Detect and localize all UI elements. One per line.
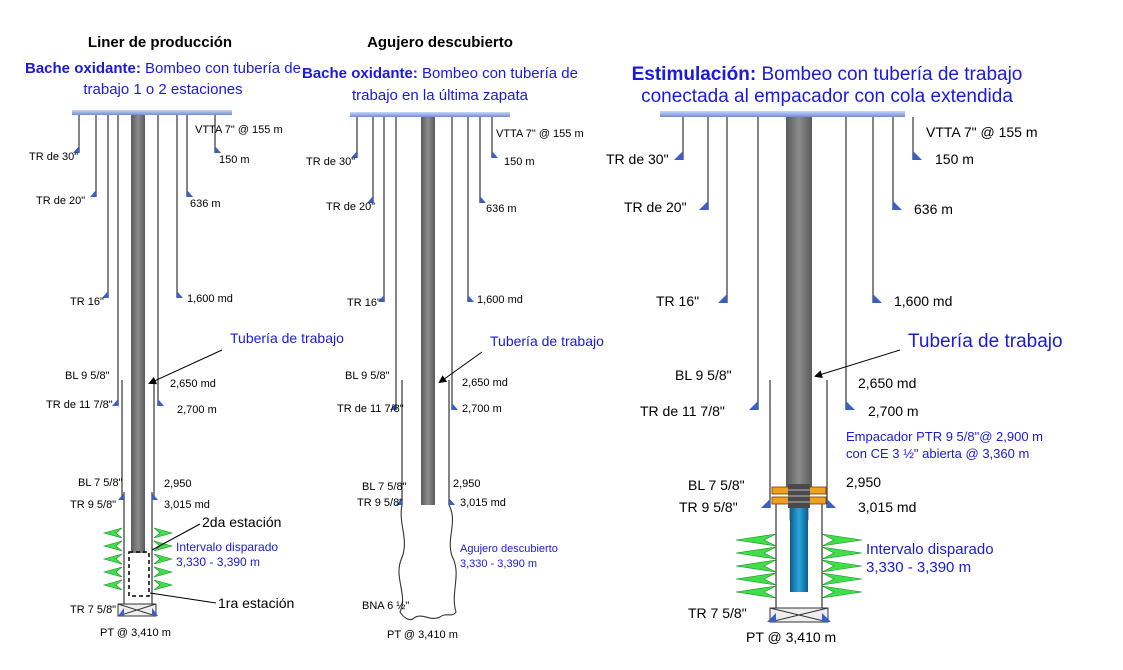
label-tr20: TR de 20" (624, 199, 687, 215)
panel-agujero-descubierto: Agujero descubierto Bache oxidante: Bomb… (302, 34, 604, 641)
label-tr30: TR de 30" (606, 151, 669, 167)
label-tr16: TR 16" (70, 296, 104, 308)
casing-shoes (73, 146, 221, 500)
tuberia-arrow (438, 351, 483, 384)
wellhead-platform (660, 111, 905, 117)
label-bl958: BL 9 5/8" (345, 370, 390, 382)
label-tr758: TR 7 5/8" (70, 604, 116, 616)
casing-strings (78, 115, 216, 608)
label-tuberia: Tubería de trabajo (490, 333, 604, 349)
panel-subtitle-line2: trabajo en la última zapata (352, 87, 529, 104)
label-3015md: 3,015 md (460, 497, 506, 509)
label-bna: BNA 6 ½" (362, 600, 409, 612)
label-tr958: TR 9 5/8" (357, 497, 403, 509)
panel-heading: Liner de producción (88, 34, 232, 51)
label-2950: 2,950 (453, 478, 481, 490)
label-empacador-line2: con CE 3 ½" abierta @ 3,360 m (846, 446, 1029, 461)
label-3015md: 3,015 md (858, 499, 916, 515)
label-1600md: 1,600 md (187, 293, 233, 305)
tuberia-arrow (814, 349, 901, 379)
casing-shoes (674, 151, 922, 508)
label-2950: 2,950 (164, 478, 192, 490)
work-tubing (786, 117, 812, 487)
estacion1-pointer (149, 592, 217, 604)
panel-subtitle-line1: Bache oxidante: Bombeo con tubería de (302, 65, 578, 82)
work-tubing (421, 117, 435, 505)
label-vtta: VTTA 7" @ 155 m (926, 124, 1038, 140)
panel-liner-produccion: Liner de producción Bache oxidante: Bomb… (25, 34, 344, 639)
label-150m: 150 m (935, 151, 974, 167)
label-150m: 150 m (504, 156, 535, 168)
label-tr11: TR de 11 7/8" (640, 403, 725, 419)
label-bl758: BL 7 5/8" (78, 477, 123, 489)
label-vtta: VTTA 7" @ 155 m (195, 124, 283, 136)
label-bl958: BL 9 5/8" (675, 367, 732, 383)
label-intervalo-range: 3,330 - 3,390 m (176, 555, 260, 569)
label-estacion2: 2da estación (202, 514, 281, 530)
label-pt: PT @ 3,410 m (746, 629, 836, 645)
label-bl958: BL 9 5/8" (65, 370, 110, 382)
label-estacion1: 1ra estación (218, 595, 294, 611)
label-bl758: BL 7 5/8" (362, 481, 407, 493)
panel-subtitle-line1: Estimulación: Bombeo con tubería de trab… (632, 64, 1023, 85)
label-1600md: 1,600 md (894, 293, 952, 309)
open-hole (398, 504, 457, 621)
panel-subtitle-line1: Bache oxidante: Bombeo con tubería de (25, 60, 301, 77)
label-1600md: 1,600 md (477, 294, 523, 306)
label-empacador-line1: Empacador PTR 9 5/8"@ 2,900 m (846, 429, 1043, 444)
station-box (128, 551, 150, 597)
label-intervalo: Intervalo disparado (866, 541, 994, 558)
label-vtta: VTTA 7" @ 155 m (496, 128, 584, 140)
label-tr958: TR 9 5/8" (679, 499, 738, 515)
casing-shoes (351, 151, 498, 505)
estacion2-pointer (151, 523, 201, 551)
label-2700m: 2,700 m (462, 403, 502, 415)
label-tr11: TR de 11 7/8" (337, 403, 404, 415)
label-636m: 636 m (486, 203, 517, 215)
label-150m: 150 m (219, 154, 250, 166)
casing-strings (356, 117, 493, 505)
label-pt: PT @ 3,410 m (387, 629, 458, 641)
label-tr16: TR 16" (347, 297, 381, 309)
label-tr958: TR 9 5/8" (70, 499, 116, 511)
panel-heading: Agujero descubierto (367, 34, 513, 51)
label-2650md: 2,650 md (858, 375, 916, 391)
label-tr11: TR de 11 7/8" (46, 399, 113, 411)
work-tubing (131, 115, 145, 553)
label-bl758: BL 7 5/8" (688, 477, 745, 493)
label-agujero: Agujero descubierto (460, 543, 558, 555)
tail-pipe (790, 508, 808, 592)
label-tuberia: Tubería de trabajo (230, 330, 344, 346)
label-pt: PT @ 3,410 m (100, 627, 171, 639)
label-tr30: TR de 30" (29, 151, 78, 163)
label-3015md: 3,015 md (164, 499, 210, 511)
label-2700m: 2,700 m (868, 403, 919, 419)
tuberia-arrow (148, 349, 223, 385)
label-2700m: 2,700 m (177, 404, 217, 416)
wellhead-platform (72, 110, 232, 115)
label-2650md: 2,650 md (462, 377, 508, 389)
label-2650md: 2,650 md (170, 378, 216, 390)
label-intervalo: Intervalo disparado (176, 540, 278, 554)
label-tr758: TR 7 5/8" (688, 605, 747, 621)
label-agujero-range: 3,330 - 3,390 m (460, 558, 537, 570)
label-tr30: TR de 30" (306, 156, 355, 168)
label-tuberia: Tubería de trabajo (908, 331, 1063, 352)
panel-subtitle-line2: conectada al empacador con cola extendid… (641, 86, 1013, 107)
label-636m: 636 m (914, 201, 953, 217)
label-2950: 2,950 (846, 474, 881, 490)
label-tr16: TR 16" (656, 293, 699, 309)
label-tr20: TR de 20" (36, 195, 85, 207)
perforations (735, 533, 863, 599)
wellhead-platform (350, 112, 510, 117)
panel-estimulacion: Estimulación: Bombeo con tubería de trab… (606, 64, 1063, 645)
panel-subtitle-line2: trabajo 1 o 2 estaciones (83, 81, 242, 98)
label-tr20: TR de 20" (326, 201, 375, 213)
label-636m: 636 m (190, 198, 221, 210)
label-intervalo-range: 3,330 - 3,390 m (866, 559, 971, 576)
